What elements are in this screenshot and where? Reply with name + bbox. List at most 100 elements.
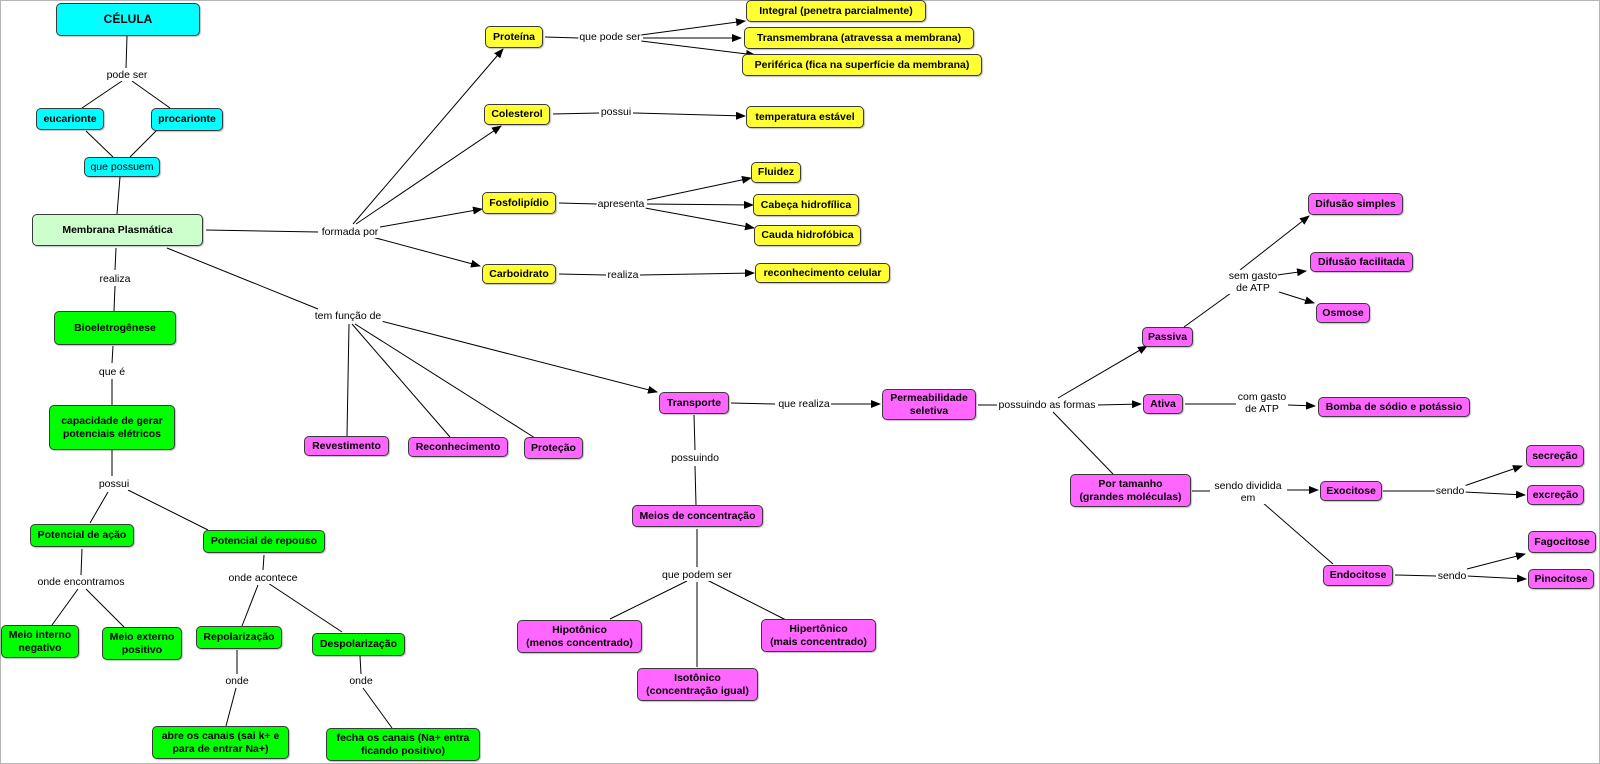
connector-line	[267, 582, 343, 633]
link-phrase: onde	[348, 674, 374, 688]
concept-potencial-acao[interactable]: Potencial de ação	[30, 524, 134, 547]
link-phrase: onde acontece	[227, 571, 299, 585]
concept-bomba[interactable]: Bomba de sódio e potássio	[1318, 397, 1470, 417]
concept-permeabilidade[interactable]: Permeabilidade seletiva	[882, 389, 976, 420]
concept-potencial-repouso[interactable]: Potencial de repouso	[203, 530, 325, 553]
link-phrase: sendo	[1434, 484, 1466, 498]
concept-isotonico[interactable]: Isotônico (concentração igual)	[637, 668, 758, 701]
connector-line	[354, 323, 536, 439]
connector-line	[1052, 411, 1114, 475]
concept-reconhecimento-celular[interactable]: reconhecimento celular	[755, 263, 890, 283]
concept-difusao-facilitada[interactable]: Difusão facilitada	[1310, 252, 1413, 272]
concept-cauda[interactable]: Cauda hidrofóbica	[754, 225, 861, 246]
concept-fecha-canais[interactable]: fecha os canais (Na+ entra ficando posit…	[326, 728, 480, 761]
connector-line	[379, 206, 483, 228]
connector-line	[129, 130, 157, 158]
connector-line	[706, 579, 787, 621]
concept-por-tamanho[interactable]: Por tamanho (grandes moléculas)	[1070, 474, 1191, 507]
connector-line	[380, 320, 658, 394]
link-phrase: tem função de	[313, 309, 383, 323]
concept-pinocitose[interactable]: Pinocitose	[1528, 569, 1594, 589]
connector-line	[1097, 400, 1142, 409]
concept-cabeca[interactable]: Cabeça hidrofílica	[753, 194, 859, 216]
connector-line	[1287, 401, 1316, 410]
connector-line	[640, 18, 746, 36]
concept-fosfolipidio[interactable]: Fosfolipídio	[482, 192, 556, 214]
connector-line	[1466, 552, 1526, 570]
connector-line	[646, 200, 754, 209]
concept-despolarizacao[interactable]: Despolarização	[312, 633, 405, 656]
connector-line	[111, 345, 114, 364]
connector-line	[127, 489, 209, 531]
concept-meio-externo[interactable]: Meio externo positivo	[102, 627, 182, 660]
concept-fluidez[interactable]: Fluidez	[751, 162, 801, 183]
connector-line	[241, 584, 259, 627]
concept-que-possuem[interactable]: que possuem	[84, 157, 160, 177]
link-phrase: sem gasto de ATP	[1227, 269, 1279, 295]
concept-abre-canais[interactable]: abre os canais (sai k+ e para de entrar …	[152, 726, 289, 759]
concept-meios-concentracao[interactable]: Meios de concentração	[632, 505, 763, 527]
link-phrase: com gasto de ATP	[1236, 390, 1288, 416]
concept-exocitose[interactable]: Exocitose	[1320, 481, 1382, 501]
concept-temperatura[interactable]: temperatura estável	[746, 106, 864, 128]
concept-excrecao[interactable]: excreção	[1527, 485, 1584, 505]
link-phrase: formada por	[320, 225, 380, 239]
concept-transmembrana[interactable]: Transmembrana (atravessa a membrana)	[744, 27, 974, 49]
connector-line	[371, 236, 481, 268]
connector-line	[225, 687, 237, 727]
concept-carboidrato[interactable]: Carboidrato	[482, 264, 556, 284]
connector-line	[1466, 574, 1527, 583]
concept-capacidade[interactable]: capacidade de gerar potenciais elétricos	[49, 405, 175, 450]
concept-bioeletrogenese[interactable]: Bioeletrogênese	[54, 311, 176, 345]
link-phrase: que pode ser	[578, 30, 642, 44]
connector-line	[352, 48, 504, 225]
concept-transporte[interactable]: Transporte	[659, 392, 729, 414]
link-phrase: possui	[599, 105, 633, 119]
connector-line	[116, 176, 121, 215]
connector-line	[1261, 501, 1334, 565]
connector-line	[1463, 490, 1526, 499]
connector-line	[346, 323, 350, 437]
concept-integral[interactable]: Integral (penetra parcialmente)	[746, 0, 926, 22]
concept-difusao-simples[interactable]: Difusão simples	[1308, 193, 1403, 215]
connector-line	[1394, 574, 1437, 577]
concept-celula[interactable]: CÉLULA	[56, 3, 200, 36]
connector-line	[1183, 292, 1232, 328]
concept-proteina[interactable]: Proteína	[485, 26, 543, 48]
concept-hipertonico[interactable]: Hipertônico (mais concentrado)	[761, 619, 876, 652]
connector-line	[544, 36, 580, 39]
link-phrase: possui	[97, 477, 131, 491]
concept-procarionte[interactable]: procarionte	[151, 108, 223, 131]
connector-line	[262, 554, 265, 571]
concept-passiva[interactable]: Passiva	[1142, 327, 1193, 347]
connector-line	[81, 80, 123, 109]
concept-endocitose[interactable]: Endocitose	[1323, 565, 1393, 586]
concept-secrecao[interactable]: secreção	[1526, 445, 1584, 467]
connector-line	[639, 269, 755, 278]
concept-repolarizacao[interactable]: Repolarização	[196, 626, 282, 649]
connector-line	[552, 112, 600, 115]
connector-line	[632, 111, 746, 120]
link-phrase: que podem ser	[660, 568, 734, 582]
concept-osmose[interactable]: Osmose	[1316, 303, 1370, 323]
link-phrase: sendo dividida em	[1213, 479, 1283, 505]
concept-revestimento[interactable]: Revestimento	[304, 436, 389, 456]
concept-hipotonico[interactable]: Hipotônico (menos concentrado)	[517, 620, 642, 653]
concept-protecao[interactable]: Proteção	[524, 437, 583, 459]
connector-line	[351, 323, 451, 438]
concept-fagocitose[interactable]: Fagocitose	[1528, 531, 1596, 553]
concept-colesterol[interactable]: Colesterol	[484, 104, 550, 125]
connector-line	[85, 130, 114, 158]
connector-line	[558, 273, 607, 276]
connector-line	[359, 655, 362, 675]
link-phrase: realiza	[98, 272, 132, 286]
concept-periferica[interactable]: Periférica (fica na superfície da membra…	[742, 54, 982, 76]
concept-reconhecimento[interactable]: Reconhecimento	[408, 437, 508, 457]
concept-membrana-plasmatica[interactable]: Membrana Plasmática	[32, 214, 203, 246]
link-phrase: sendo	[1436, 569, 1468, 583]
link-phrase: apresenta	[596, 197, 646, 211]
concept-ativa[interactable]: Ativa	[1143, 394, 1183, 414]
concept-eucarionte[interactable]: eucarionte	[36, 108, 104, 130]
concept-meio-interno[interactable]: Meio interno negativo	[1, 625, 79, 658]
